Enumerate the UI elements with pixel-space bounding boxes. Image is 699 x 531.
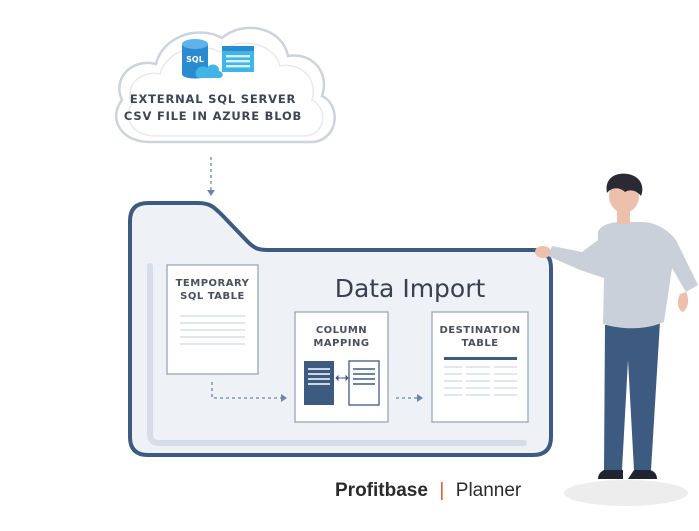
- map-arrows-icon: [335, 374, 349, 382]
- cloud-label-line1: EXTERNAL SQL SERVER: [130, 92, 296, 106]
- person-illustration: [535, 173, 698, 506]
- cloud-source: SQL EXTERNAL SQL SERVER CSV FILE IN AZUR…: [115, 26, 336, 144]
- mapping-to-destination-arrow: [396, 394, 423, 402]
- target-columns-icon: [348, 360, 380, 406]
- brand-name: Profitbase: [335, 480, 428, 501]
- database-icon: SQL: [182, 39, 223, 79]
- temp-to-mapping-arrow: [211, 382, 287, 402]
- blob-storage-icon: [222, 46, 254, 72]
- source-columns-icon: [304, 361, 334, 405]
- svg-text:Profitbase | Plann: Profitbase | Planner: [335, 480, 522, 501]
- destination-label-line1: DESTINATION: [439, 325, 520, 336]
- mapping-label-line1: COLUMN: [316, 325, 367, 336]
- destination-label-line2: TABLE: [461, 338, 498, 349]
- brand-separator: |: [439, 480, 444, 501]
- column-mapping-card: COLUMN MAPPING: [294, 311, 389, 423]
- folder-title: Data Import: [335, 274, 486, 303]
- brand-product: Planner: [456, 480, 522, 501]
- temp-table-label-line1: TEMPORARY: [176, 278, 250, 289]
- destination-table-card: DESTINATION TABLE: [431, 311, 529, 423]
- brand-logo: Profitbase | Planner: [335, 480, 522, 501]
- mapping-label-line2: MAPPING: [313, 338, 369, 349]
- cloud-to-folder-arrow: [207, 157, 215, 196]
- cloud-label-line2: CSV FILE IN AZURE BLOB: [124, 109, 302, 123]
- temp-table-label-line2: SQL TABLE: [180, 291, 245, 302]
- temporary-sql-table-card: TEMPORARY SQL TABLE: [166, 264, 259, 375]
- database-icon-label: SQL: [186, 55, 204, 64]
